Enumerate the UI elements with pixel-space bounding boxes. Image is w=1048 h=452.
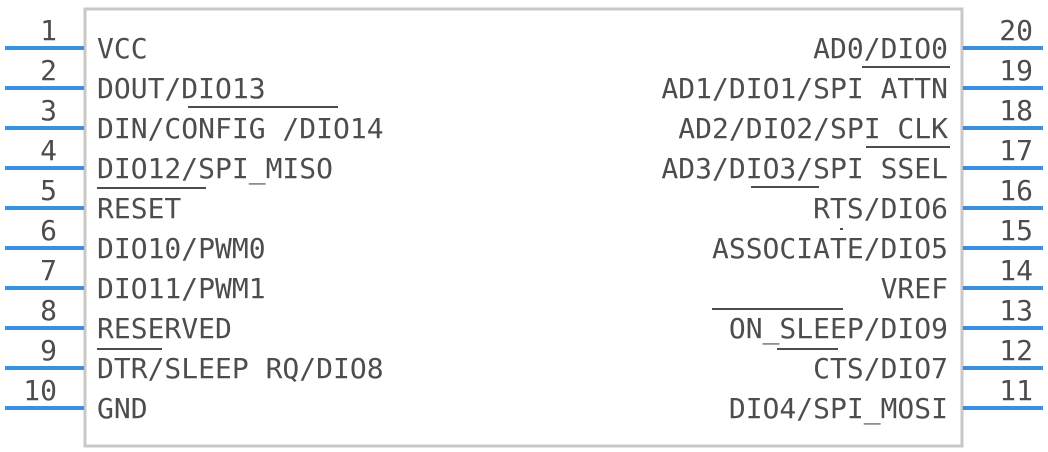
pin-label-20: AD0/DIO0 <box>813 32 948 65</box>
pin-number-13: 13 <box>999 294 1033 327</box>
pin-label-1: VCC <box>97 32 148 65</box>
pin-number-16: 16 <box>999 174 1033 207</box>
pin-number-15: 15 <box>999 214 1033 247</box>
pin-number-9: 9 <box>40 334 57 367</box>
pin-label-14: VREF <box>881 272 948 305</box>
pin-label-15: ASSOCIATE/DIO5 <box>712 232 948 265</box>
pin-label-2: DOUT/DIO13 <box>97 72 266 105</box>
pin-number-10: 10 <box>23 374 57 407</box>
pin-label-12: CTS/DIO7 <box>813 352 948 385</box>
pin-number-1: 1 <box>40 14 57 47</box>
pin-label-4: DIO12/SPI_MISO <box>97 152 333 186</box>
pin-number-12: 12 <box>999 334 1033 367</box>
pin-number-5: 5 <box>40 174 57 207</box>
pin-number-17: 17 <box>999 134 1033 167</box>
pin-label-8: RESERVED <box>97 312 232 345</box>
pin-label-16: RTS/DIO6 <box>813 192 948 225</box>
component-body <box>83 7 964 448</box>
pin-number-3: 3 <box>40 94 57 127</box>
pin-label-5: RESET <box>97 192 181 225</box>
pin-number-6: 6 <box>40 214 57 247</box>
pin-number-20: 20 <box>999 14 1033 47</box>
pin-number-2: 2 <box>40 54 57 87</box>
overbar-group <box>97 66 950 350</box>
pin-number-14: 14 <box>999 254 1033 287</box>
pin-label-18: AD2/DIO2/SPI CLK <box>678 112 948 145</box>
pin-number-18: 18 <box>999 94 1033 127</box>
pin-label-3: DIN/CONFIG /DIO14 <box>97 112 384 145</box>
pin-label-10: GND <box>97 392 148 425</box>
pin-number-11: 11 <box>999 374 1033 407</box>
pin-label-11: DIO4/SPI_MOSI <box>729 392 948 426</box>
pin-label-13: ON_SLEEP/DIO9 <box>729 312 948 346</box>
pin-number-8: 8 <box>40 294 57 327</box>
pin-label-7: DIO11/PWM1 <box>97 272 266 305</box>
pin-label-9: DTR/SLEEP RQ/DIO8 <box>97 352 384 385</box>
pin-label-19: AD1/DIO1/SPI ATTN <box>661 72 948 105</box>
pin-label-6: DIO10/PWM0 <box>97 232 266 265</box>
pin-number-7: 7 <box>40 254 57 287</box>
pin-number-19: 19 <box>999 54 1033 87</box>
pin-label-17: AD3/DIO3/SPI SSEL <box>661 152 948 185</box>
pin-number-4: 4 <box>40 134 57 167</box>
